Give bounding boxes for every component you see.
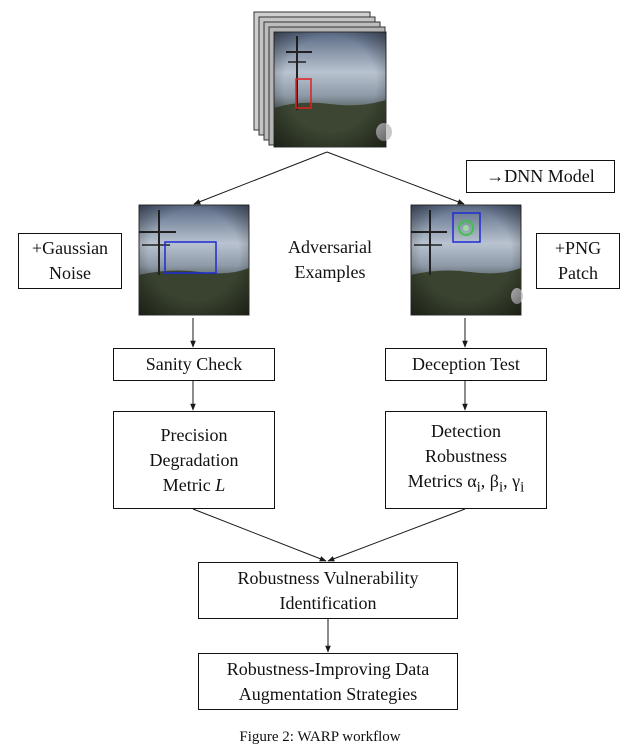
adversarial-examples-label: Adversarial Examples [288,237,372,282]
gaussian-label-line2: Noise [49,263,91,283]
augmentation-strategies-box: Robustness-Improving Data Augmentation S… [198,653,458,710]
arrow-to-left-image [193,151,328,205]
dnn-model-box: →DNN Model [466,160,615,193]
dnn-model-label: →DNN Model [486,166,595,186]
precision-metric-box: Precision Degradation Metric L [113,411,275,509]
arrow-detection-to-vulnerability [327,508,466,562]
red-bounding-box [295,78,312,109]
arrow-to-right-image [326,151,465,205]
png-patch-image [410,204,523,316]
blue-bounding-box-right [452,212,481,243]
deception-test-label: Deception Test [412,354,520,374]
gaussian-noise-image [138,204,250,316]
detection-metrics-formula: Metrics αi, βi, γi [407,471,525,496]
deception-test-box: Deception Test [385,348,547,381]
gaussian-label-line1: +Gaussian [31,238,109,258]
png-patch-box: +PNG Patch [536,233,620,289]
top-camera-image [273,31,392,148]
green-patch-ring [458,220,474,236]
arrow-precision-to-vulnerability [192,508,327,562]
metric-l-variable: L [215,474,226,495]
image-stack [253,11,392,148]
png-label-line2: Patch [558,263,598,283]
gaussian-noise-box: +Gaussian Noise [18,233,122,289]
figure-caption: Figure 2: WARP workflow [239,729,401,745]
sanity-check-box: Sanity Check [113,348,275,381]
vulnerability-identification-box: Robustness Vulnerability Identification [198,562,458,619]
png-label-line1: +PNG [554,238,602,258]
detection-metrics-box: Detection Robustness Metrics αi, βi, γi [385,411,547,509]
sanity-check-label: Sanity Check [145,354,243,374]
blue-bounding-box-left [164,241,217,274]
